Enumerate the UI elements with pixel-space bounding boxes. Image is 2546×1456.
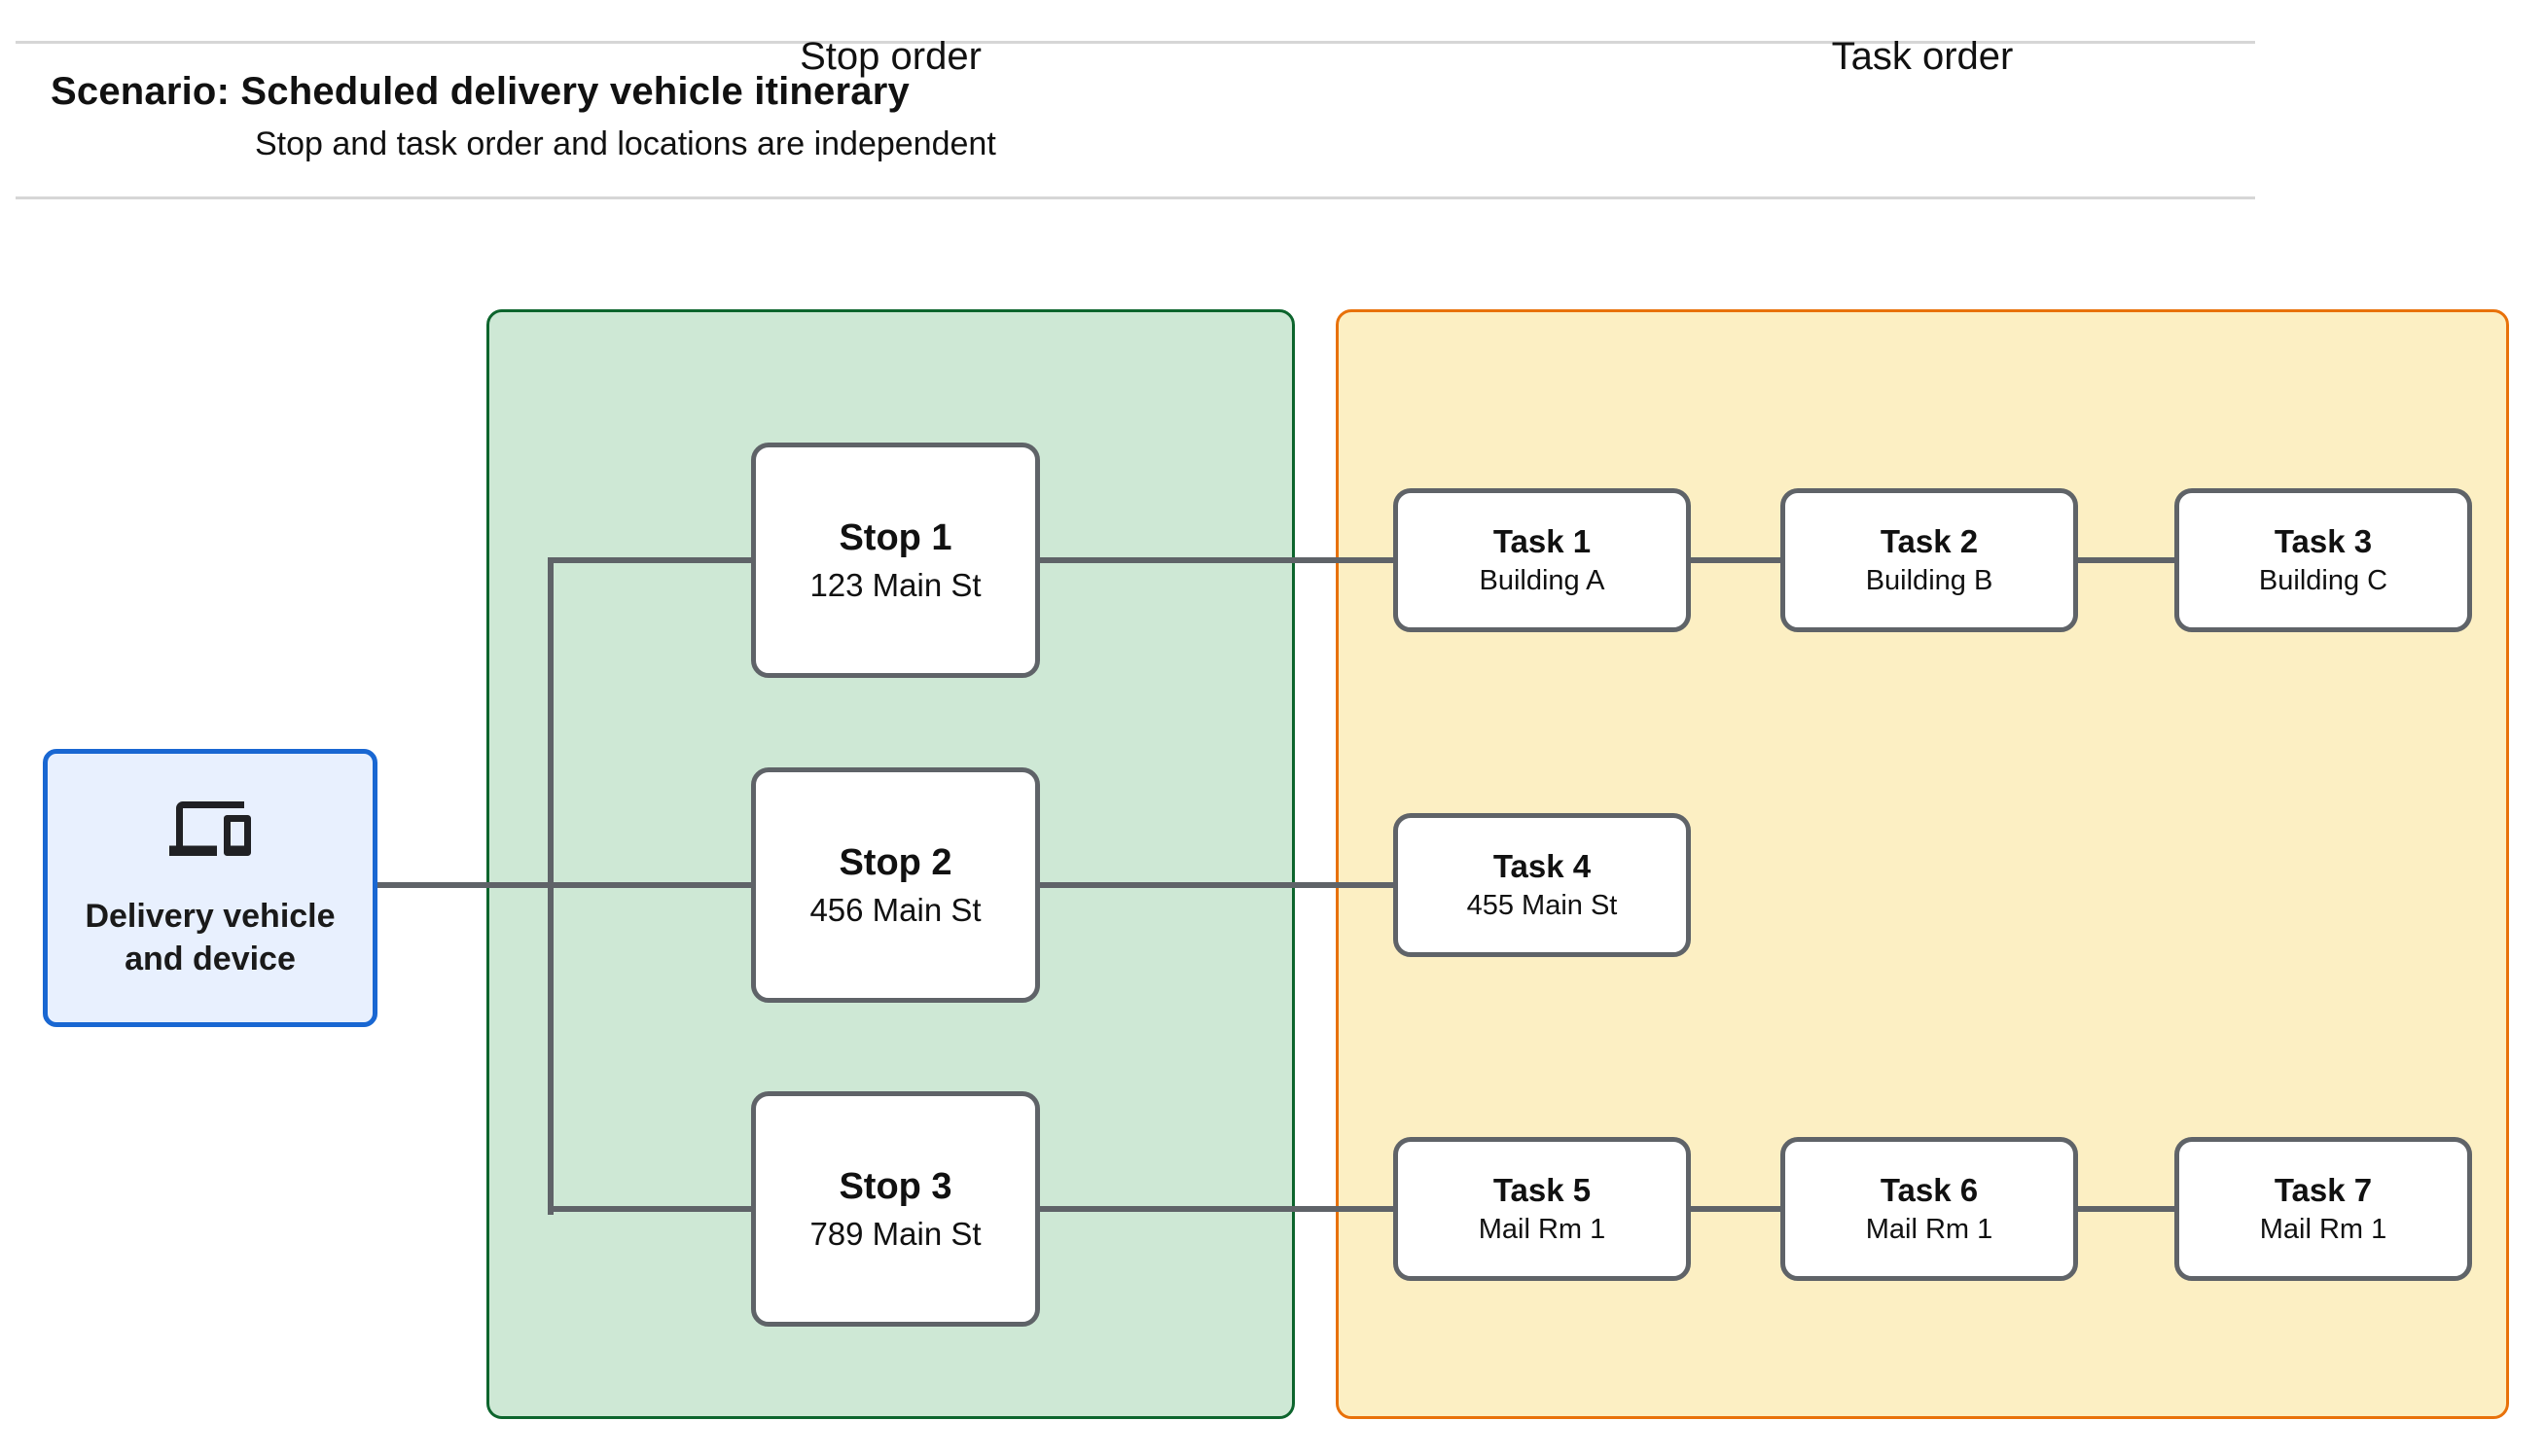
stop-2-node: Stop 2 456 Main St [751, 767, 1040, 1003]
stop-2-location: 456 Main St [809, 891, 982, 928]
stop-3-node: Stop 3 789 Main St [751, 1091, 1040, 1327]
delivery-vehicle-label: Delivery vehicle and device [85, 898, 336, 977]
header-divider-top [16, 41, 2255, 44]
task-7-title: Task 7 [2274, 1172, 2373, 1208]
connector-task5-to-task6 [1691, 1206, 1780, 1212]
stop-1-title: Stop 1 [839, 516, 952, 558]
task-5-node: Task 5 Mail Rm 1 [1393, 1137, 1691, 1281]
task-1-node: Task 1 Building A [1393, 488, 1691, 632]
task-7-location: Mail Rm 1 [2259, 1214, 2387, 1245]
stop-3-title: Stop 3 [839, 1165, 952, 1207]
task-2-title: Task 2 [1880, 523, 1979, 559]
page-subtitle: Stop and task order and locations are in… [255, 125, 996, 162]
connector-trunk-to-stop1 [551, 557, 751, 563]
connector-task2-to-task3 [2078, 557, 2174, 563]
task-2-location: Building B [1865, 565, 1993, 596]
task-4-node: Task 4 455 Main St [1393, 813, 1691, 957]
connector-trunk-vertical [548, 557, 554, 1215]
task-5-title: Task 5 [1492, 1172, 1592, 1208]
stop-1-node: Stop 1 123 Main St [751, 443, 1040, 678]
task-2-node: Task 2 Building B [1780, 488, 2078, 632]
header-divider-bottom [16, 196, 2255, 199]
connector-task1-to-task2 [1691, 557, 1780, 563]
connector-task6-to-task7 [2078, 1206, 2174, 1212]
task-3-title: Task 3 [2274, 523, 2373, 559]
task-6-node: Task 6 Mail Rm 1 [1780, 1137, 2078, 1281]
stop-1-location: 123 Main St [809, 566, 982, 603]
connector-trunk-to-stop3 [551, 1206, 751, 1212]
task-7-node: Task 7 Mail Rm 1 [2174, 1137, 2472, 1281]
task-3-node: Task 3 Building C [2174, 488, 2472, 632]
task-1-location: Building A [1479, 565, 1605, 596]
connector-stop1-to-task1 [1040, 557, 1393, 563]
stop-order-panel-title: Stop order [800, 35, 982, 78]
stop-2-title: Stop 2 [839, 841, 952, 883]
task-4-title: Task 4 [1492, 848, 1592, 884]
task-4-location: 455 Main St [1466, 890, 1618, 921]
page-title: Scenario: Scheduled delivery vehicle iti… [51, 70, 910, 113]
connector-device-to-stop2 [377, 882, 751, 888]
task-3-location: Building C [2258, 565, 2388, 596]
stop-3-location: 789 Main St [809, 1215, 982, 1252]
connector-stop2-to-task4 [1040, 882, 1393, 888]
task-order-panel-title: Task order [1831, 35, 2014, 78]
devices-icon [168, 795, 252, 863]
task-1-title: Task 1 [1492, 523, 1592, 559]
connector-stop3-to-task5 [1040, 1206, 1393, 1212]
task-6-location: Mail Rm 1 [1865, 1214, 1993, 1245]
delivery-vehicle-node: Delivery vehicle and device [43, 749, 377, 1027]
task-6-title: Task 6 [1880, 1172, 1979, 1208]
task-5-location: Mail Rm 1 [1478, 1214, 1606, 1245]
